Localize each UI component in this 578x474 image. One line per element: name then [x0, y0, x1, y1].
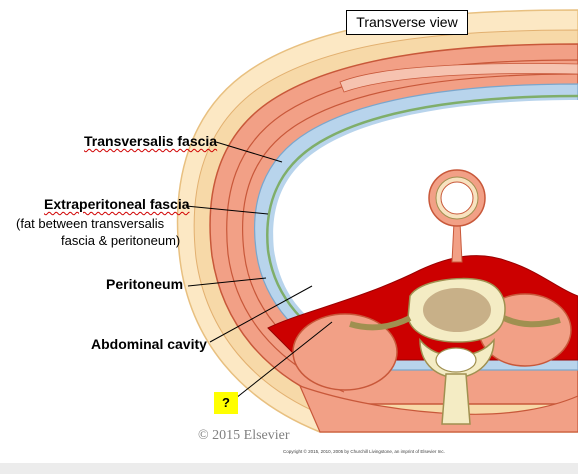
vertebral-cancellous-bone	[423, 288, 491, 332]
small-copyright: Copyright © 2015, 2010, 2005 by Churchil…	[283, 449, 445, 454]
label-extraperitoneal-fascia: Extraperitoneal fascia	[44, 196, 190, 212]
label-transversalis-fascia-text: Transversalis fascia	[84, 133, 218, 149]
psoas-muscle-left	[292, 313, 398, 391]
label-extraperitoneal-note-2: fascia & peritoneum)	[61, 233, 181, 248]
pointer-unknown	[235, 321, 333, 399]
transverse-process-right	[502, 315, 561, 328]
mesentery-stalk	[451, 221, 463, 263]
label-extraperitoneal-note-1: (fat between transversalis	[16, 216, 165, 231]
label-peritoneum: Peritoneum	[106, 276, 184, 292]
copyright: © 2015 Elsevier	[198, 428, 290, 443]
pointer-peritoneum	[187, 277, 267, 287]
spinous-process	[441, 373, 471, 425]
bottom-bar	[0, 463, 578, 474]
vessel-lumen	[440, 181, 474, 215]
pointer-transversalis	[215, 141, 283, 163]
spinal-canal	[435, 347, 477, 373]
pointer-abdominal-cavity	[209, 285, 313, 343]
label-abdominal-cavity: Abdominal cavity	[91, 336, 207, 352]
peritoneum-line	[266, 94, 578, 362]
unknown-layer-badge: ?	[214, 392, 238, 414]
rectus-sheath	[339, 63, 578, 93]
transverse-process-left	[349, 315, 412, 331]
view-title: Transverse view	[346, 10, 468, 35]
label-extraperitoneal-fascia-text: Extraperitoneal fascia	[44, 196, 190, 212]
muscle-division-2	[241, 73, 578, 381]
label-transversalis-fascia: Transversalis fascia	[84, 133, 217, 149]
pointer-extraperitoneal	[185, 205, 269, 215]
